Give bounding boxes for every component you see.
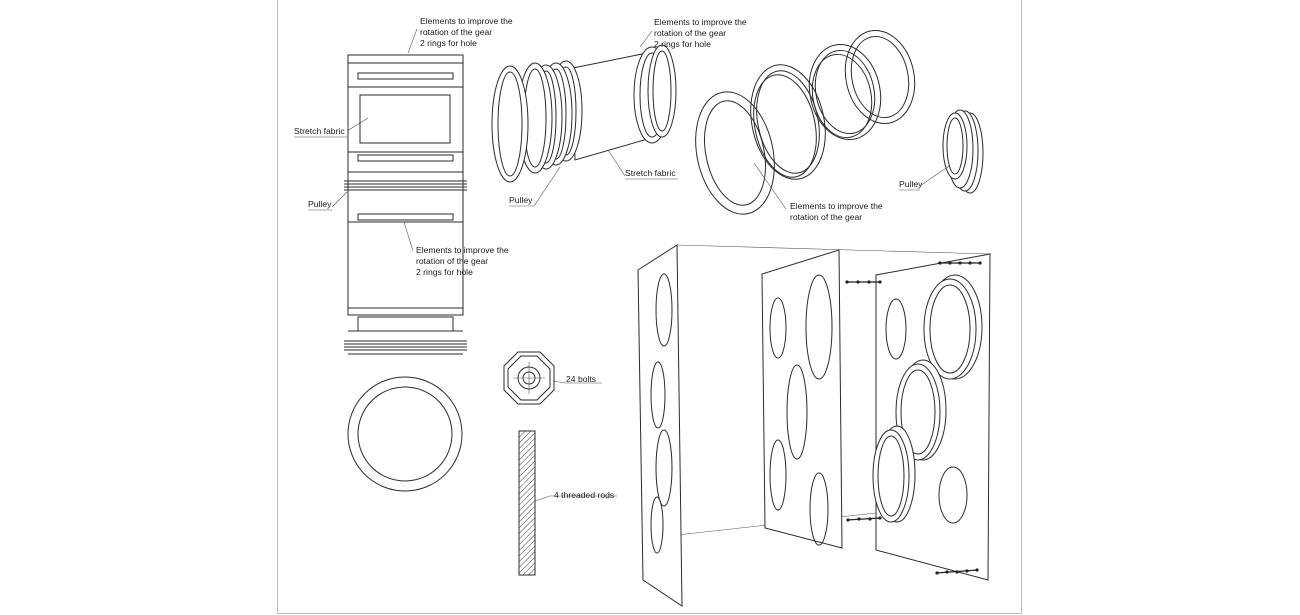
front-panel (637, 244, 683, 607)
label-stretch-fabric-exploded: Stretch fabric (625, 168, 676, 178)
mounted-ring-bottom (872, 425, 916, 523)
bolt-icon (503, 351, 602, 405)
label-bottom-rings-note: Elements to improve the rotation of the … (790, 201, 883, 222)
exploded-rings (695, 29, 916, 215)
stretch-fabric-window (359, 94, 451, 144)
exploded-pulley-assembly (491, 44, 677, 183)
label-pulley-right: Pulley (899, 179, 923, 189)
pulley-elevation-lower (344, 340, 467, 355)
label-line: rotation of the gear (416, 256, 488, 266)
fabric-tube (572, 44, 677, 161)
label-line: rotation of the gear (654, 28, 726, 38)
label-line: rotation of the gear (790, 212, 862, 222)
mounted-ring-top (923, 274, 983, 380)
label-bolts: 24 bolts (566, 374, 596, 384)
frame-assembly (637, 244, 991, 607)
label-line: 2 rings for hole (654, 39, 711, 49)
label-line: Elements to improve the (420, 16, 513, 26)
label-line: 2 rings for hole (416, 267, 473, 277)
pulley-elevation-upper (344, 180, 467, 191)
label-line: 2 rings for hole (420, 38, 477, 48)
label-line: rotation of the gear (420, 27, 492, 37)
label-line: Elements to improve the (416, 245, 509, 255)
small-pulley (942, 109, 984, 194)
cylinder-elevation (344, 54, 467, 355)
label-top-rings-note: Elements to improve the rotation of the … (420, 16, 513, 48)
ring-plan-view (347, 376, 463, 492)
drawing-sheet (277, 0, 1022, 614)
label-middle-rings-note: Elements to improve the rotation of the … (416, 245, 509, 277)
label-line: Elements to improve the (790, 201, 883, 211)
label-line: Elements to improve the (654, 17, 747, 27)
label-exploded-rings-note: Elements to improve the rotation of the … (654, 17, 747, 49)
label-pulley-exploded: Pulley (509, 195, 533, 205)
label-stretch-fabric-left: Stretch fabric (294, 126, 345, 136)
threaded-rod (518, 430, 617, 576)
label-threaded-rods: 4 threaded rods (554, 490, 614, 500)
label-pulley-left: Pulley (308, 199, 332, 209)
middle-panel (761, 249, 843, 549)
